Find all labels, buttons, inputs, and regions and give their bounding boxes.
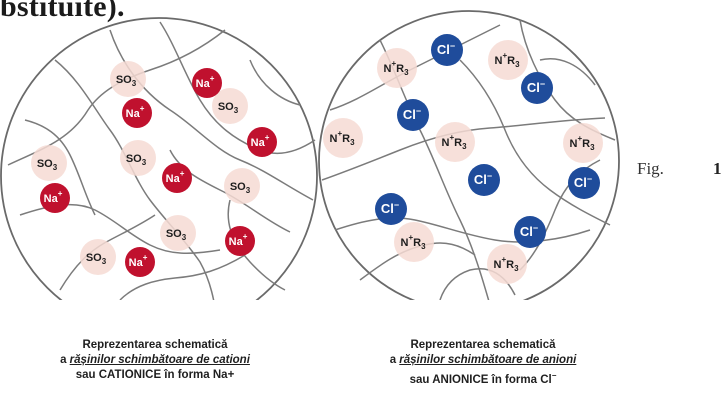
figure-number: 1 bbox=[713, 159, 722, 178]
polymer-chain bbox=[539, 58, 596, 86]
fixed-group-so3: SO3 bbox=[31, 145, 67, 181]
fixed-group-so3: SO3 bbox=[110, 61, 146, 97]
fixed-group-so3: SO3 bbox=[80, 239, 116, 275]
fixed-group-so3: SO3 bbox=[120, 140, 156, 176]
svg-text:N+R3: N+R3 bbox=[493, 255, 519, 273]
sodium-ion: Na+ bbox=[225, 226, 255, 256]
svg-text:SO3: SO3 bbox=[166, 228, 187, 242]
svg-text:Na+: Na+ bbox=[166, 169, 185, 185]
svg-text:Na+: Na+ bbox=[44, 189, 63, 205]
page-heading-fragment: bstituite). bbox=[0, 0, 125, 23]
caption-line: sau ANIONICE în forma Cl− bbox=[409, 371, 557, 386]
svg-text:Na+: Na+ bbox=[229, 232, 248, 248]
fixed-group-nr3: N+R3 bbox=[435, 122, 475, 162]
anion-resin-caption: Reprezentarea schematică a rășinilor sch… bbox=[333, 338, 633, 388]
svg-text:SO3: SO3 bbox=[37, 158, 58, 172]
svg-text:SO3: SO3 bbox=[116, 74, 137, 88]
polymer-chain bbox=[249, 59, 301, 106]
chloride-ion: Cl− bbox=[431, 34, 463, 66]
svg-text:Na+: Na+ bbox=[251, 133, 270, 149]
svg-text:Cl−: Cl− bbox=[437, 41, 455, 57]
figure-label: Fig. bbox=[637, 159, 664, 178]
svg-text:Cl−: Cl− bbox=[403, 106, 421, 122]
caption-line: Reprezentarea schematică bbox=[410, 339, 556, 351]
sodium-ion: Na+ bbox=[122, 98, 152, 128]
svg-text:N+R3: N+R3 bbox=[441, 133, 467, 151]
svg-text:SO3: SO3 bbox=[230, 181, 251, 195]
svg-text:N+R3: N+R3 bbox=[329, 129, 355, 147]
svg-text:Cl−: Cl− bbox=[527, 79, 545, 95]
anion-resin-particle: N+R3 N+R3 N+R3 N+R3 N+R3 N+R3 N+R3 bbox=[318, 10, 620, 300]
sodium-ion: Na+ bbox=[192, 68, 222, 98]
svg-text:N+R3: N+R3 bbox=[383, 59, 409, 77]
svg-text:N+R3: N+R3 bbox=[569, 134, 595, 152]
caption-resin-term: rășinilor schimbătoare de anioni bbox=[399, 354, 577, 366]
fixed-group-so3: SO3 bbox=[224, 168, 260, 204]
chloride-ion: Cl− bbox=[514, 216, 546, 248]
caption-line: a rășinilor schimbătoare de cationi bbox=[60, 354, 250, 366]
fixed-group-so3: SO3 bbox=[212, 88, 248, 124]
fixed-group-nr3: N+R3 bbox=[377, 48, 417, 88]
chloride-ion: Cl− bbox=[397, 99, 429, 131]
polymer-chain bbox=[24, 119, 96, 216]
chloride-ion: Cl− bbox=[521, 72, 553, 104]
chloride-ion: Cl− bbox=[568, 167, 600, 199]
fixed-group-nr3: N+R3 bbox=[323, 118, 363, 158]
svg-text:N+R3: N+R3 bbox=[494, 51, 520, 69]
svg-text:Cl−: Cl− bbox=[381, 200, 399, 216]
sodium-ion: Na+ bbox=[162, 163, 192, 193]
cation-resin-caption: Reprezentarea schematică a rășinilor sch… bbox=[5, 338, 305, 383]
svg-text:Cl−: Cl− bbox=[520, 223, 538, 239]
svg-text:Na+: Na+ bbox=[126, 104, 145, 120]
fixed-group-nr3: N+R3 bbox=[563, 123, 603, 163]
svg-text:Na+: Na+ bbox=[196, 74, 215, 90]
fixed-group-nr3: N+R3 bbox=[488, 40, 528, 80]
caption-line: sau CATIONICE în forma Na+ bbox=[75, 369, 235, 381]
svg-text:Cl−: Cl− bbox=[574, 174, 592, 190]
caption-resin-term: rășinilor schimbătoare de cationi bbox=[69, 354, 250, 366]
svg-text:SO3: SO3 bbox=[218, 101, 239, 115]
polymer-chain bbox=[119, 254, 246, 300]
resin-schematic-diagram: SO3 SO3 SO3 SO3 SO3 SO3 SO3 Na+ bbox=[0, 10, 620, 300]
fixed-group-nr3: N+R3 bbox=[394, 222, 434, 262]
polymer-chain bbox=[227, 199, 286, 291]
svg-text:N+R3: N+R3 bbox=[400, 233, 426, 251]
polymer-chain bbox=[159, 21, 316, 154]
cation-resin-particle: SO3 SO3 SO3 SO3 SO3 SO3 SO3 Na+ bbox=[0, 17, 318, 300]
sodium-ion: Na+ bbox=[247, 127, 277, 157]
chloride-ion: Cl− bbox=[468, 164, 500, 196]
sodium-ion: Na+ bbox=[125, 247, 155, 277]
caption-line: a rășinilor schimbătoare de anioni bbox=[389, 354, 577, 366]
polymer-chain bbox=[54, 59, 215, 300]
polymer-chain bbox=[459, 59, 611, 226]
fixed-group-nr3: N+R3 bbox=[487, 244, 527, 284]
fixed-group-so3: SO3 bbox=[160, 215, 196, 251]
caption-line: Reprezentarea schematică bbox=[82, 339, 228, 351]
svg-text:Na+: Na+ bbox=[129, 253, 148, 269]
svg-text:SO3: SO3 bbox=[86, 252, 107, 266]
svg-text:Cl−: Cl− bbox=[474, 171, 492, 187]
polymer-chain bbox=[59, 214, 156, 291]
sodium-ion: Na+ bbox=[40, 183, 70, 213]
chloride-ion: Cl− bbox=[375, 193, 407, 225]
svg-text:SO3: SO3 bbox=[126, 153, 147, 167]
